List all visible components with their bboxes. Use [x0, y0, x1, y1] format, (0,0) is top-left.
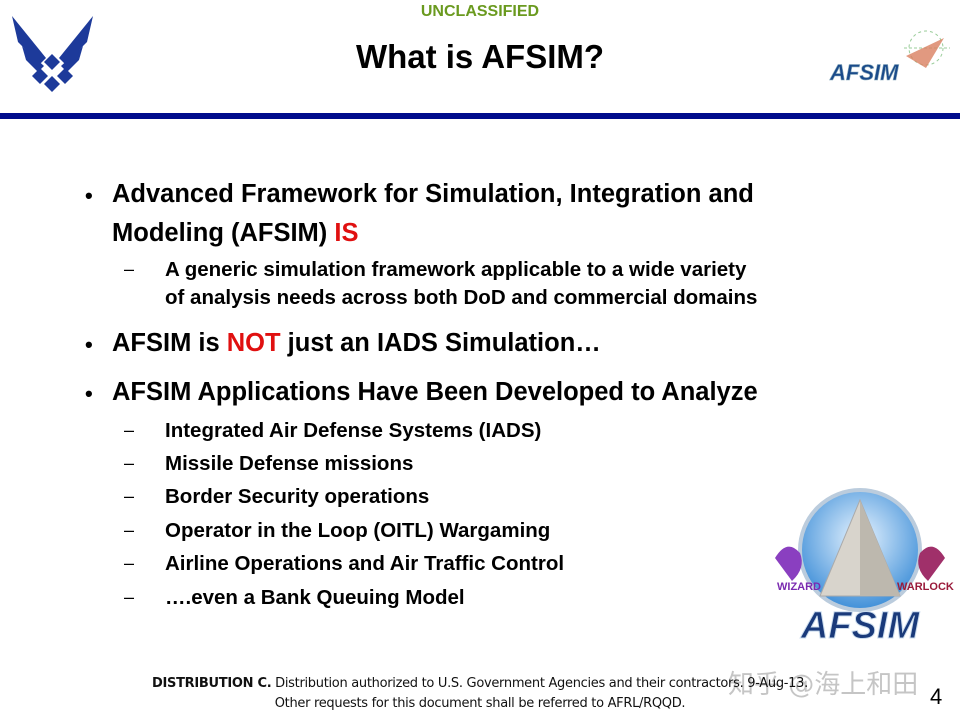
afsim-wordmark: AFSIM [800, 605, 921, 647]
bullet-1-line-2: Modeling (AFSIM) IS [112, 219, 358, 248]
sub-bullet-1-line-2: of analysis needs across both DoD and co… [165, 286, 758, 309]
dash-icon: – [124, 587, 135, 607]
warlock-label: WARLOCK [897, 581, 954, 593]
distribution-label: DISTRIBUTION C. [152, 676, 272, 691]
dash-icon: – [124, 420, 135, 440]
bullet-2: AFSIM is NOT just an IADS Simulation… [112, 329, 601, 358]
header-rule [0, 113, 960, 119]
distribution-statement-line-2: Other requests for this document shall b… [274, 696, 686, 711]
application-item: Border Security operations [165, 485, 430, 508]
application-item: ….even a Bank Queuing Model [165, 586, 465, 609]
watermark: 知乎 @海上和田 [728, 670, 919, 700]
application-item: Airline Operations and Air Traffic Contr… [165, 552, 565, 575]
wizard-label: WIZARD [777, 581, 821, 593]
bullet-2-suffix: just an IADS Simulation… [280, 329, 601, 357]
classification-marking: UNCLASSIFIED [420, 3, 540, 20]
bullet-icon: • [85, 332, 93, 357]
bullet-icon: • [85, 381, 93, 406]
application-item: Integrated Air Defense Systems (IADS) [165, 419, 542, 442]
bullet-2-prefix: AFSIM is [112, 329, 227, 357]
distribution-statement-line-1: DISTRIBUTION C. Distribution authorized … [0, 676, 960, 691]
dash-icon: – [124, 520, 135, 540]
bullet-1-text: Modeling (AFSIM) [112, 219, 335, 247]
dash-icon: – [124, 553, 135, 573]
bullet-icon: • [85, 183, 93, 208]
afsim-small-logo: AFSIM [829, 30, 950, 85]
afsim-small-logo-text: AFSIM [829, 60, 899, 85]
distribution-text: Distribution authorized to U.S. Governme… [271, 676, 808, 691]
bullet-2-emphasis: NOT [226, 329, 281, 357]
afsim-emblem-logo: WIZARD WARLOCK AFSIM [775, 488, 954, 648]
dash-icon: – [124, 453, 135, 473]
bullet-3: AFSIM Applications Have Been Developed t… [112, 378, 758, 406]
slide-title: What is AFSIM? [355, 38, 605, 75]
bullet-1-emphasis: IS [334, 219, 359, 247]
application-item: Operator in the Loop (OITL) Wargaming [165, 519, 551, 542]
application-item: Missile Defense missions [165, 452, 414, 475]
bullet-1-line-1: Advanced Framework for Simulation, Integ… [112, 180, 754, 208]
page-number: 4 [930, 684, 943, 709]
dash-icon: – [124, 259, 135, 279]
dash-icon: – [124, 486, 135, 506]
sub-bullet-1-line-1: A generic simulation framework applicabl… [165, 258, 747, 281]
us-air-force-wings-icon [12, 16, 93, 92]
